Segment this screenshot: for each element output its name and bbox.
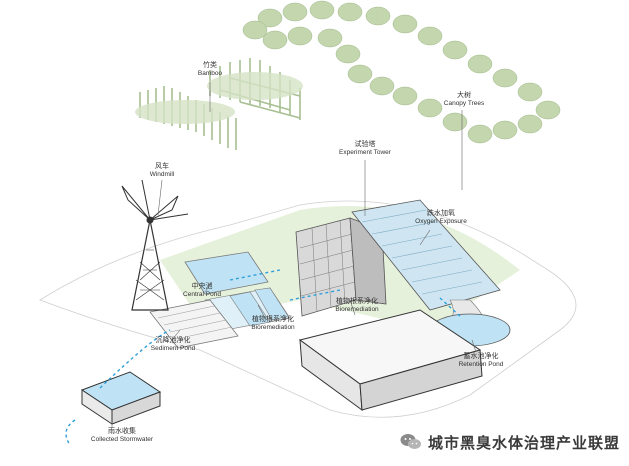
windmill	[121, 179, 189, 311]
label-central-pond-en: Central Pond	[183, 291, 221, 299]
label-oxygen-exposure: 跌水加氧 Oxygen Exposure	[402, 210, 480, 226]
label-collected-stormwater: 雨水收集 Collected Stormwater	[80, 428, 164, 444]
label-bioremediation-left-cn: 植物根系净化	[252, 316, 294, 323]
label-bioremediation-right-en: Bioremediation	[335, 306, 379, 314]
label-oxygen-exposure-en: Oxygen Exposure	[415, 218, 467, 226]
label-retention-pond-en: Retention Pond	[458, 361, 504, 369]
label-sediment-pond-cn: 沉降池净化	[155, 337, 191, 344]
label-oxygen-exposure-cn: 跌水加氧	[427, 210, 455, 217]
label-bamboo-cn: 竹类	[203, 62, 217, 69]
label-windmill-cn: 风车	[155, 163, 169, 170]
label-bioremediation-left-en: Bioremediation	[251, 324, 295, 332]
label-bioremediation-right: 植物根系净化 Bioremediation	[322, 298, 392, 314]
label-collected-stormwater-en: Collected Stormwater	[90, 436, 154, 444]
label-windmill: 风车 Windmill	[134, 163, 190, 179]
label-windmill-en: Windmill	[149, 171, 175, 179]
main-building	[298, 309, 483, 412]
label-canopy-trees: 大树 Canopy Trees	[432, 92, 496, 108]
watermark: 城市黑臭水体治理产业联盟	[400, 430, 620, 454]
wechat-icon	[400, 434, 421, 449]
central-pond	[184, 251, 269, 295]
label-canopy-trees-en: Canopy Trees	[443, 100, 485, 108]
leader-lines	[111, 82, 477, 428]
label-bioremediation-right-cn: 植物根系净化	[336, 298, 378, 305]
water-flow-arrows	[65, 269, 463, 446]
label-experiment-tower: 试验塔 Experiment Tower	[328, 141, 402, 157]
label-bioremediation-left: 植物根系净化 Bioremediation	[238, 316, 308, 332]
sediment-pond	[149, 299, 239, 349]
bioremediation-channels	[204, 287, 291, 331]
canopy-trees-cluster	[242, 0, 561, 144]
label-central-pond: 中央池 Central Pond	[170, 283, 234, 299]
label-central-pond-cn: 中央池	[191, 283, 213, 290]
watermark-text: 城市黑臭水体治理产业联盟	[428, 433, 621, 452]
label-experiment-tower-en: Experiment Tower	[339, 149, 391, 157]
sediment-pond-stripes	[157, 305, 233, 340]
label-sediment-pond: 沉降池净化 Sediment Pond	[140, 337, 206, 353]
terrace-steps	[361, 209, 483, 295]
label-retention-pond-cn: 蓄水池净化	[463, 353, 499, 360]
label-collected-stormwater-cn: 雨水收集	[108, 428, 136, 435]
label-canopy-trees-cn: 大树	[457, 92, 471, 99]
label-retention-pond: 蓄水池净化 Retention Pond	[446, 353, 516, 369]
label-bamboo: 竹类 Bamboo	[182, 62, 238, 78]
label-bamboo-en: Bamboo	[197, 70, 223, 78]
label-experiment-tower-cn: 试验塔	[354, 141, 376, 148]
oxygen-exposure-terraces	[351, 199, 501, 311]
stormwater-box	[80, 371, 162, 425]
bamboo-grove-foliage	[135, 72, 303, 124]
label-sediment-pond-en: Sediment Pond	[150, 345, 196, 353]
